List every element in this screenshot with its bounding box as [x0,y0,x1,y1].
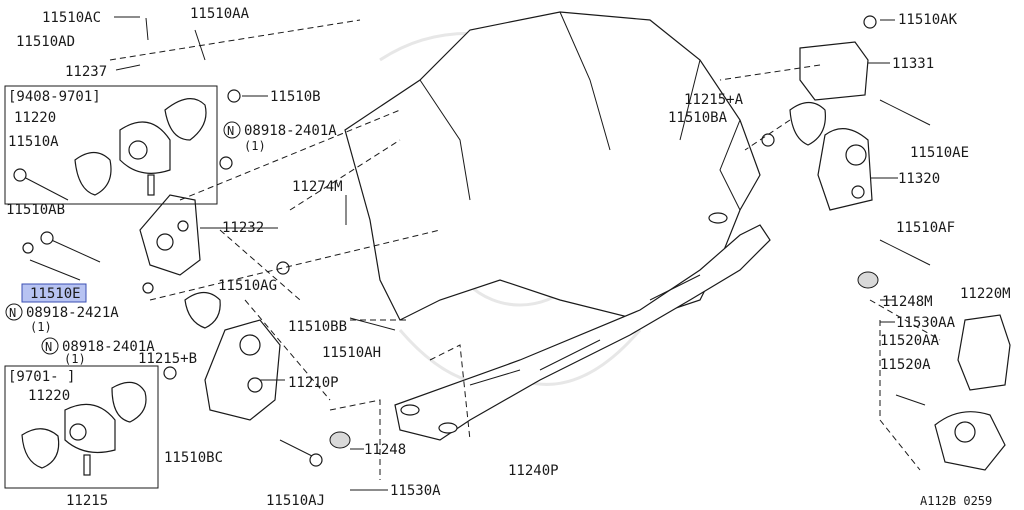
label-11240P: 11240P [508,463,559,479]
label-11520AA: 11520AA [880,333,940,349]
label-11510AG: 11510AG [218,278,277,294]
label-11510A: 11510A [8,134,59,150]
label-11320: 11320 [898,171,940,187]
label-11510B: 11510B [270,89,321,105]
label-08918-2401A-a-qty: (1) [244,139,266,153]
label-08918-2421A: 08918-2421A [26,305,119,321]
label-11215-B: 11215+B [138,351,197,367]
label-11510AH: 11510AH [322,345,381,361]
label-11510AA: 11510AA [190,6,250,22]
highlight-11510E [21,283,87,303]
bolts [13,15,931,467]
mount-11320 [789,41,873,211]
label-11274M: 11274M [292,179,343,195]
label-11510AE: 11510AE [910,145,969,161]
nut-symbols: N N N [5,121,241,355]
label-11510AB: 11510AB [6,202,65,218]
label-08918-2421A-qty: (1) [30,320,52,334]
bracket-11232 [139,194,222,276]
label-11510AD: 11510AD [16,34,75,50]
part-labels: 11510AC 11510AA 11510AD 11237 [9408-9701… [6,6,1011,509]
crossmember-11240P [394,212,771,441]
label-11530AA: 11530AA [896,315,956,331]
nut-symbol-1: N [227,124,234,138]
label-11331: 11331 [892,56,934,72]
nut-symbol-2: N [9,306,16,320]
label-11232: 11232 [222,220,264,236]
label-11220-b: 11220 [28,388,70,404]
label-11510BB: 11510BB [288,319,347,335]
label-11510BC: 11510BC [164,450,223,466]
label-11220M: 11220M [960,286,1011,302]
label-08918-2401A-b: 08918-2401A [62,339,155,355]
label-11510AC: 11510AC [42,10,101,26]
label-11510BA: 11510BA [668,110,728,126]
label-11220-a: 11220 [14,110,56,126]
label-11248M: 11248M [882,294,933,310]
label-11520A: 11520A [880,357,931,373]
label-9408-9701: [9408-9701] [8,89,101,105]
leader-lines [114,16,898,491]
label-08918-2401A-b-qty: (1) [64,352,86,366]
label-11210P: 11210P [288,375,339,391]
relation-lines [109,19,941,480]
label-9701: [9701- ] [8,369,75,385]
label-11237: 11237 [65,64,107,80]
label-11510AK: 11510AK [898,12,958,28]
group-9701 [4,365,159,489]
mount-11220M [329,271,1011,471]
mount-11210P [184,291,281,421]
label-11248: 11248 [364,442,406,458]
group-9408-9701 [4,85,218,205]
label-11215: 11215 [66,493,108,509]
label-11530A: 11530A [390,483,441,499]
nut-symbol-3: N [45,340,52,354]
label-11510AF: 11510AF [896,220,955,236]
label-11510AJ: 11510AJ [266,493,325,509]
label-08918-2401A-a: 08918-2401A [244,123,337,139]
label-11510E[interactable]: 11510E [30,286,81,302]
label-reference-code: A112B 0259 [920,494,992,508]
label-11215-A: 11215+A [684,92,744,108]
